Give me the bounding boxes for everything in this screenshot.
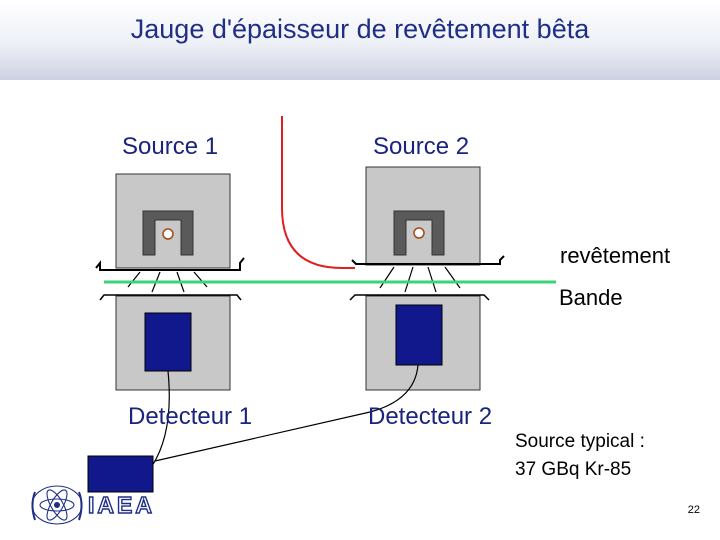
detector-2-block xyxy=(395,304,443,366)
source-1-bracket xyxy=(95,257,245,271)
iaea-logo-text: IAEA xyxy=(87,491,155,518)
page-number: 22 xyxy=(687,504,700,516)
page-title: Jauge d'épaisseur de revêtement bêta xyxy=(130,14,590,44)
detector-2-label: Detecteur 2 xyxy=(368,403,493,430)
detector-1-block xyxy=(144,312,192,372)
iaea-atom-icon xyxy=(31,485,83,525)
detector-2-bracket xyxy=(349,294,490,301)
source-2-label: Source 2 xyxy=(373,133,470,160)
title-bar xyxy=(0,0,720,80)
detector-1-cable xyxy=(151,370,170,467)
coating-label: revêtement xyxy=(560,243,671,268)
source-1-point xyxy=(162,228,174,240)
detector-1-label: Detecteur 1 xyxy=(128,403,253,430)
source-1-housing xyxy=(115,173,231,269)
source-2-bracket xyxy=(351,255,505,265)
electronics-unit xyxy=(87,455,154,493)
strip-label: Bande xyxy=(559,285,623,310)
source-note-line-1: Source typical : xyxy=(515,431,645,452)
detector-1-housing xyxy=(115,295,231,391)
detector-2-cable xyxy=(154,364,419,462)
detector-1-bracket xyxy=(99,294,242,301)
source-2-housing xyxy=(365,166,481,266)
source-1-label: Source 1 xyxy=(122,133,219,160)
coating-line xyxy=(281,116,355,269)
source-note-line-2: 37 GBq Kr-85 xyxy=(515,459,632,480)
detector-2-housing xyxy=(365,295,481,391)
source-2-point xyxy=(413,227,425,239)
source-2-beta-rays xyxy=(379,266,461,293)
source-note: Source typical : 37 GBq Kr-85 xyxy=(515,428,645,484)
